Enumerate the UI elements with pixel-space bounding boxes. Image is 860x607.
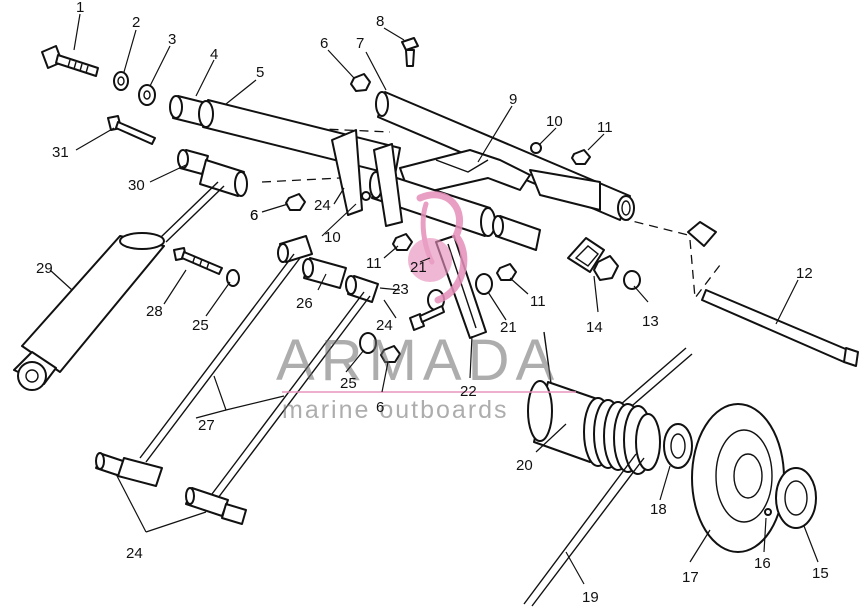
callout-10b: 10 (324, 229, 341, 246)
callout-16: 16 (754, 555, 771, 572)
pulley-and-spring (523, 331, 817, 607)
callout-19: 19 (582, 589, 599, 606)
callout-2: 2 (132, 14, 140, 31)
callout-25b: 25 (340, 375, 357, 392)
leader-lines (49, 13, 819, 585)
callout-17: 17 (682, 569, 699, 586)
brand-logo (408, 191, 468, 304)
callout-21b: 21 (500, 319, 517, 336)
callout-6c: 6 (250, 207, 258, 224)
callout-4: 4 (210, 46, 218, 63)
brand-tagline: marine outboards (282, 396, 509, 424)
callout-1: 1 (76, 0, 84, 16)
callout-6d: 6 (376, 399, 384, 416)
callout-9: 9 (509, 91, 517, 108)
callout-30: 30 (128, 177, 145, 194)
callout-11b: 11 (366, 255, 382, 272)
callout-26: 26 (296, 295, 313, 312)
callout-27: 27 (198, 417, 215, 434)
callout-21a: 21 (410, 259, 427, 276)
callout-24a: 24 (314, 197, 331, 214)
callout-18: 18 (650, 501, 667, 518)
callout-29: 29 (36, 260, 53, 277)
callout-28: 28 (146, 303, 163, 320)
callout-11: 11 (597, 119, 613, 136)
callout-23: 23 (392, 281, 409, 298)
callout-6: 6 (320, 35, 328, 52)
callout-6b: 6 (250, 207, 258, 224)
watermark: ARMADA marine outboards (276, 191, 576, 424)
callout-24b: 24 (376, 317, 393, 334)
cross-shaft-assembly (169, 91, 721, 300)
callout-31: 31 (52, 144, 69, 161)
callout-12: 12 (796, 265, 813, 282)
callout-25a: 25 (192, 317, 209, 334)
callout-5: 5 (256, 64, 264, 81)
callout-10: 10 (546, 113, 563, 130)
callout-8: 8 (376, 13, 384, 30)
callout-20: 20 (516, 457, 533, 474)
shock-absorber (13, 149, 248, 391)
callout-labels: 1 2 3 4 5 6 7 8 9 10 11 6 30 31 6 24 10 … (36, 0, 829, 606)
callout-7: 7 (356, 35, 364, 52)
callout-13: 13 (642, 313, 659, 330)
callout-24c: 24 (126, 545, 143, 562)
brand-text: ARMADA (276, 328, 560, 393)
callout-15: 15 (812, 565, 829, 582)
callout-14: 14 (586, 319, 603, 336)
callout-22: 22 (460, 383, 477, 400)
callout-3: 3 (168, 31, 176, 48)
callout-11c: 11 (530, 293, 546, 310)
